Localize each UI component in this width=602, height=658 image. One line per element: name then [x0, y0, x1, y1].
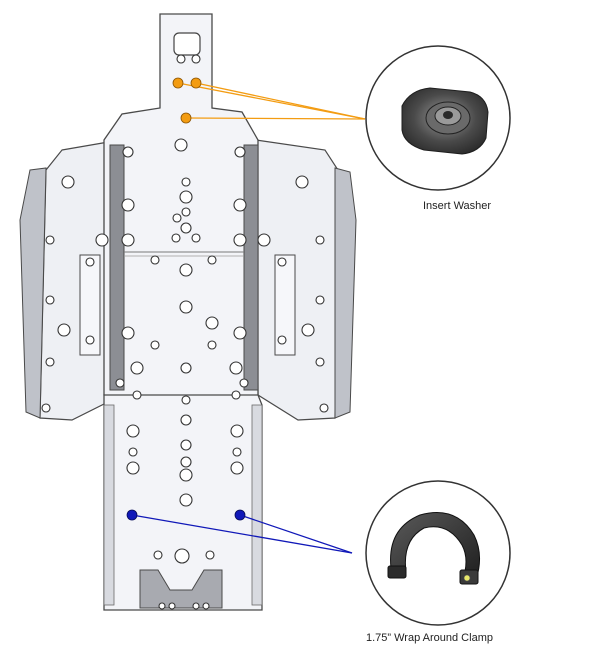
mounting-hole [121, 198, 135, 212]
mounting-hole [121, 326, 135, 340]
insert-washer-leader-3 [185, 117, 366, 120]
wrap-clamp-leader-2 [239, 514, 353, 554]
wrap-clamp-marker-1 [126, 509, 138, 521]
mounting-hole [132, 390, 142, 400]
right-side-panel [255, 139, 357, 421]
mounting-hole [180, 439, 192, 451]
mounting-hole [229, 361, 243, 375]
mounting-hole [174, 548, 190, 564]
insert-washer-illustration [401, 87, 489, 155]
mounting-hole [130, 361, 144, 375]
mounting-hole [295, 175, 309, 189]
mounting-hole [207, 255, 217, 265]
insert-washer-marker-3 [180, 112, 192, 124]
insert-washer-leaders [177, 82, 366, 120]
mounting-hole [191, 233, 201, 243]
mounting-hole [179, 190, 193, 204]
mounting-hole [230, 461, 244, 475]
mounting-hole [181, 207, 191, 217]
insert-washer-detail [365, 45, 511, 191]
mounting-hole [233, 233, 247, 247]
mounting-hole [257, 233, 271, 247]
mounting-hole [126, 461, 140, 475]
mounting-hole [172, 213, 182, 223]
mounting-hole [61, 175, 75, 189]
mounting-hole [180, 456, 192, 468]
mounting-hole [150, 255, 160, 265]
mounting-hole [174, 138, 188, 152]
mounting-hole [168, 602, 176, 610]
mounting-hole [150, 340, 160, 350]
wrap-clamp-leader-1 [131, 514, 353, 554]
main-skid-plate [103, 13, 263, 611]
mounting-hole [315, 295, 325, 305]
mounting-hole [45, 295, 55, 305]
mounting-hole [115, 378, 125, 388]
mounting-hole [45, 235, 55, 245]
mounting-holes [41, 54, 329, 610]
insert-washer-label: Insert Washer [423, 200, 492, 212]
mounting-hole [179, 263, 193, 277]
mounting-hole [230, 424, 244, 438]
mounting-hole [315, 235, 325, 245]
mounting-hole [179, 468, 193, 482]
mounting-hole [277, 335, 287, 345]
mounting-hole [57, 323, 71, 337]
wrap-clamp-marker-2 [234, 509, 246, 521]
mounting-hole [205, 316, 219, 330]
mounting-hole [128, 447, 138, 457]
mounting-hole [315, 357, 325, 367]
mounting-hole [205, 550, 215, 560]
left-side-panel [19, 139, 123, 421]
mounting-hole [207, 340, 217, 350]
mounting-hole [233, 326, 247, 340]
mounting-hole [41, 403, 51, 413]
mounting-hole [180, 414, 192, 426]
mounting-hole [191, 54, 201, 64]
mounting-hole [176, 54, 186, 64]
mounting-hole [234, 146, 246, 158]
mounting-hole [319, 403, 329, 413]
mounting-hole [239, 378, 249, 388]
mounting-hole [85, 335, 95, 345]
mounting-hole [180, 222, 192, 234]
mounting-hole [171, 233, 181, 243]
insert-washer-marker-2 [190, 77, 202, 89]
insert-washer-leader-2 [195, 82, 366, 120]
mounting-hole [179, 300, 193, 314]
wrap-clamp-markers [126, 509, 246, 521]
insert-washer-marker-1 [172, 77, 184, 89]
wrap-clamp-illustration [387, 512, 480, 585]
mounting-hole [301, 323, 315, 337]
mounting-hole [179, 493, 193, 507]
mounting-hole [126, 424, 140, 438]
wrap-clamp-detail [365, 480, 511, 626]
mounting-hole [232, 447, 242, 457]
mounting-hole [181, 177, 191, 187]
mounting-hole [192, 602, 200, 610]
mounting-hole [121, 233, 135, 247]
mounting-hole [45, 357, 55, 367]
mounting-hole [180, 362, 192, 374]
mounting-hole [122, 146, 134, 158]
wrap-clamp-label: 1.75” Wrap Around Clamp [366, 632, 493, 644]
mounting-hole [153, 550, 163, 560]
wrap-clamp-leaders [131, 514, 353, 554]
mounting-hole [85, 257, 95, 267]
insert-washer-markers [172, 77, 202, 124]
mounting-hole [95, 233, 109, 247]
mounting-hole [202, 602, 210, 610]
mounting-hole [181, 395, 191, 405]
mounting-hole [233, 198, 247, 212]
mounting-hole [231, 390, 241, 400]
mounting-hole [277, 257, 287, 267]
mounting-hole [158, 602, 166, 610]
